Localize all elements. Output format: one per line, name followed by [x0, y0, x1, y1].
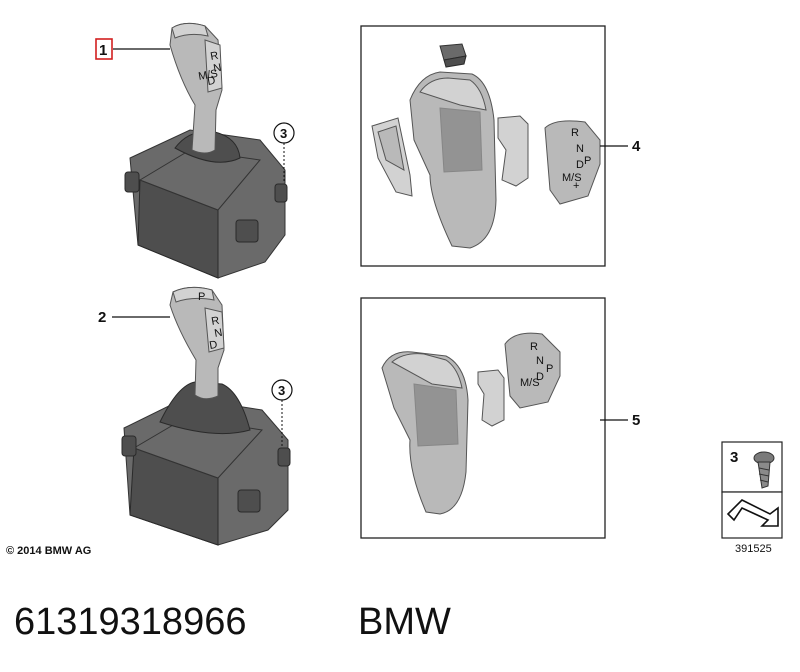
- marking-ms-5: M/S: [520, 377, 540, 389]
- marking-d-2: D: [208, 339, 218, 352]
- legend-box: 3: [721, 441, 783, 539]
- marking-r-5: R: [530, 341, 538, 353]
- exploded-parts-5[interactable]: R N P D M/S: [381, 332, 561, 515]
- arrow-symbol-icon: [726, 499, 779, 527]
- marking-r-2: R: [210, 315, 220, 328]
- marking-r-1: R: [209, 50, 219, 63]
- copyright-text: © 2014 BMW AG: [6, 545, 91, 557]
- callout-1-highlight: [95, 38, 113, 60]
- exploded-parts-4[interactable]: R N P D M/S +: [371, 43, 601, 249]
- callout-1: 1: [99, 42, 107, 59]
- marking-d-1: D: [206, 75, 216, 88]
- marking-d-4: D: [576, 159, 584, 171]
- marking-p-5: P: [546, 363, 553, 375]
- callout-5: 5: [632, 412, 640, 429]
- marking-n-4: N: [576, 143, 584, 155]
- marking-plus-4: +: [573, 180, 579, 192]
- gear-selector-part-1[interactable]: R N D M/S: [124, 22, 288, 279]
- detail-box-5: [360, 297, 606, 539]
- screw-icon: [753, 451, 775, 489]
- marking-p-4: P: [584, 155, 591, 167]
- part-number: 61319318966: [14, 601, 246, 643]
- marking-ms-1: M/S: [197, 68, 218, 83]
- callout-3-lower: 3: [278, 383, 285, 398]
- marking-r-4: R: [571, 127, 579, 139]
- callout-4: 4: [632, 138, 641, 155]
- marking-d-5: D: [536, 371, 544, 383]
- marking-n-2: N: [213, 327, 223, 340]
- legend-callout-3: 3: [730, 449, 738, 466]
- callout-2: 2: [98, 309, 106, 326]
- diagram-number: 391525: [735, 543, 772, 555]
- gear-selector-part-2[interactable]: R N D P: [121, 286, 291, 546]
- marking-n-1: N: [212, 62, 222, 75]
- brand-name: BMW: [358, 601, 451, 643]
- marking-p-2: P: [198, 291, 205, 303]
- marking-n-5: N: [536, 355, 544, 367]
- marking-ms-4: M/S: [562, 172, 582, 184]
- callout-3-upper: 3: [280, 126, 287, 141]
